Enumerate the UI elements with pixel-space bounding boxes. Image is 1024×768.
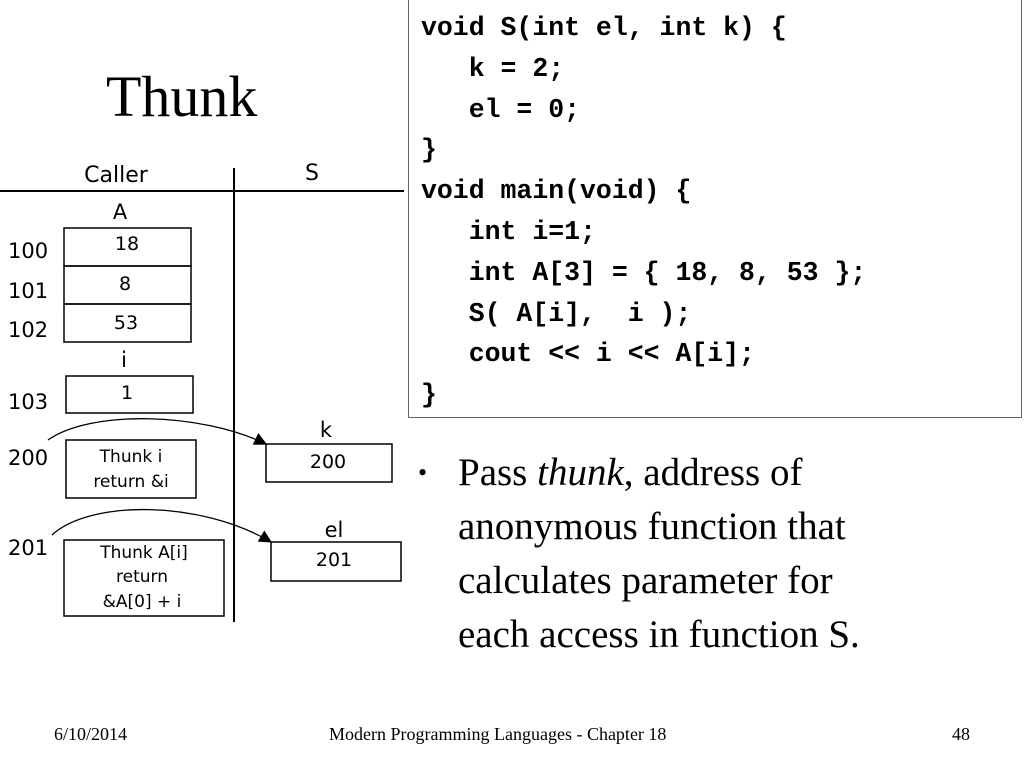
arrow-thunk-i-to-k — [47, 418, 268, 445]
slide-title: Thunk — [106, 64, 258, 129]
el-value: 201 — [316, 549, 352, 571]
array-label: A — [113, 200, 128, 224]
footer-date: 6/10/2014 — [54, 724, 128, 744]
caller-label: Caller — [84, 163, 149, 188]
k-value: 200 — [310, 451, 346, 473]
address-100: 100 — [8, 239, 48, 263]
code-line: int A[3] = { 18, 8, 53 }; — [421, 257, 867, 288]
bullet-dot: • — [418, 458, 428, 487]
code-line: } — [421, 135, 437, 166]
i-label: i — [121, 348, 127, 372]
bullet-post: , address of — [623, 451, 803, 494]
thunk-ai-line-3: &A[0] + i — [103, 592, 182, 612]
address-102: 102 — [8, 318, 48, 342]
address-103: 103 — [8, 390, 48, 414]
code-line: void S(int el, int k) { — [421, 13, 787, 43]
el-cell — [270, 541, 402, 582]
thunk-i-box — [65, 439, 197, 499]
i-cell — [65, 375, 194, 414]
code-box: void S(int el, int k) { k = 2; el = 0; }… — [408, 0, 1022, 418]
array-value-2: 53 — [114, 312, 138, 334]
thunk-ai-line-2: return — [116, 567, 168, 587]
bullet-em: thunk — [537, 451, 624, 494]
code-line: cout << i << A[i]; — [421, 339, 755, 370]
bullet-line: calculates parameter for — [458, 559, 833, 602]
k-cell — [265, 443, 393, 483]
i-value: 1 — [121, 382, 133, 404]
array-value-0: 18 — [115, 233, 139, 255]
footer-title: Modern Programming Languages - Chapter 1… — [329, 724, 667, 744]
code-line: int i=1; — [421, 216, 596, 247]
memory-diagram: Caller S A 18 8 53 100 101 102 103 200 2… — [0, 161, 404, 622]
array-value-1: 8 — [119, 273, 131, 295]
arrow-thunk-ai-to-el — [51, 508, 273, 543]
address-101: 101 — [8, 279, 48, 303]
code-line: el = 0; — [421, 94, 581, 125]
code-line: void main(void) { — [421, 176, 692, 207]
address-201: 201 — [8, 536, 48, 560]
bullet-pre: Pass — [458, 451, 538, 494]
bullet-line: each access in function S. — [458, 613, 860, 656]
code-line: } — [421, 380, 437, 411]
k-label: k — [320, 418, 333, 442]
thunk-i-line-1: Thunk i — [99, 447, 163, 467]
array-cell-2 — [63, 303, 192, 343]
thunk-ai-box — [63, 539, 225, 617]
thunk-i-line-2: return &i — [93, 472, 168, 492]
address-200: 200 — [8, 446, 48, 470]
bullet-line: anonymous function that — [458, 505, 846, 548]
callee-label: S — [305, 161, 319, 186]
code-line: k = 2; — [421, 53, 565, 84]
bullet-text: Pass thunk, address of anonymous functio… — [458, 446, 978, 662]
thunk-ai-line-1: Thunk A[i] — [99, 543, 188, 563]
page-number: 48 — [952, 724, 970, 744]
code-line: S( A[i], i ); — [421, 298, 692, 329]
el-label: el — [325, 518, 344, 542]
code-listing: void S(int el, int k) { k = 2; el = 0; }… — [421, 8, 866, 416]
